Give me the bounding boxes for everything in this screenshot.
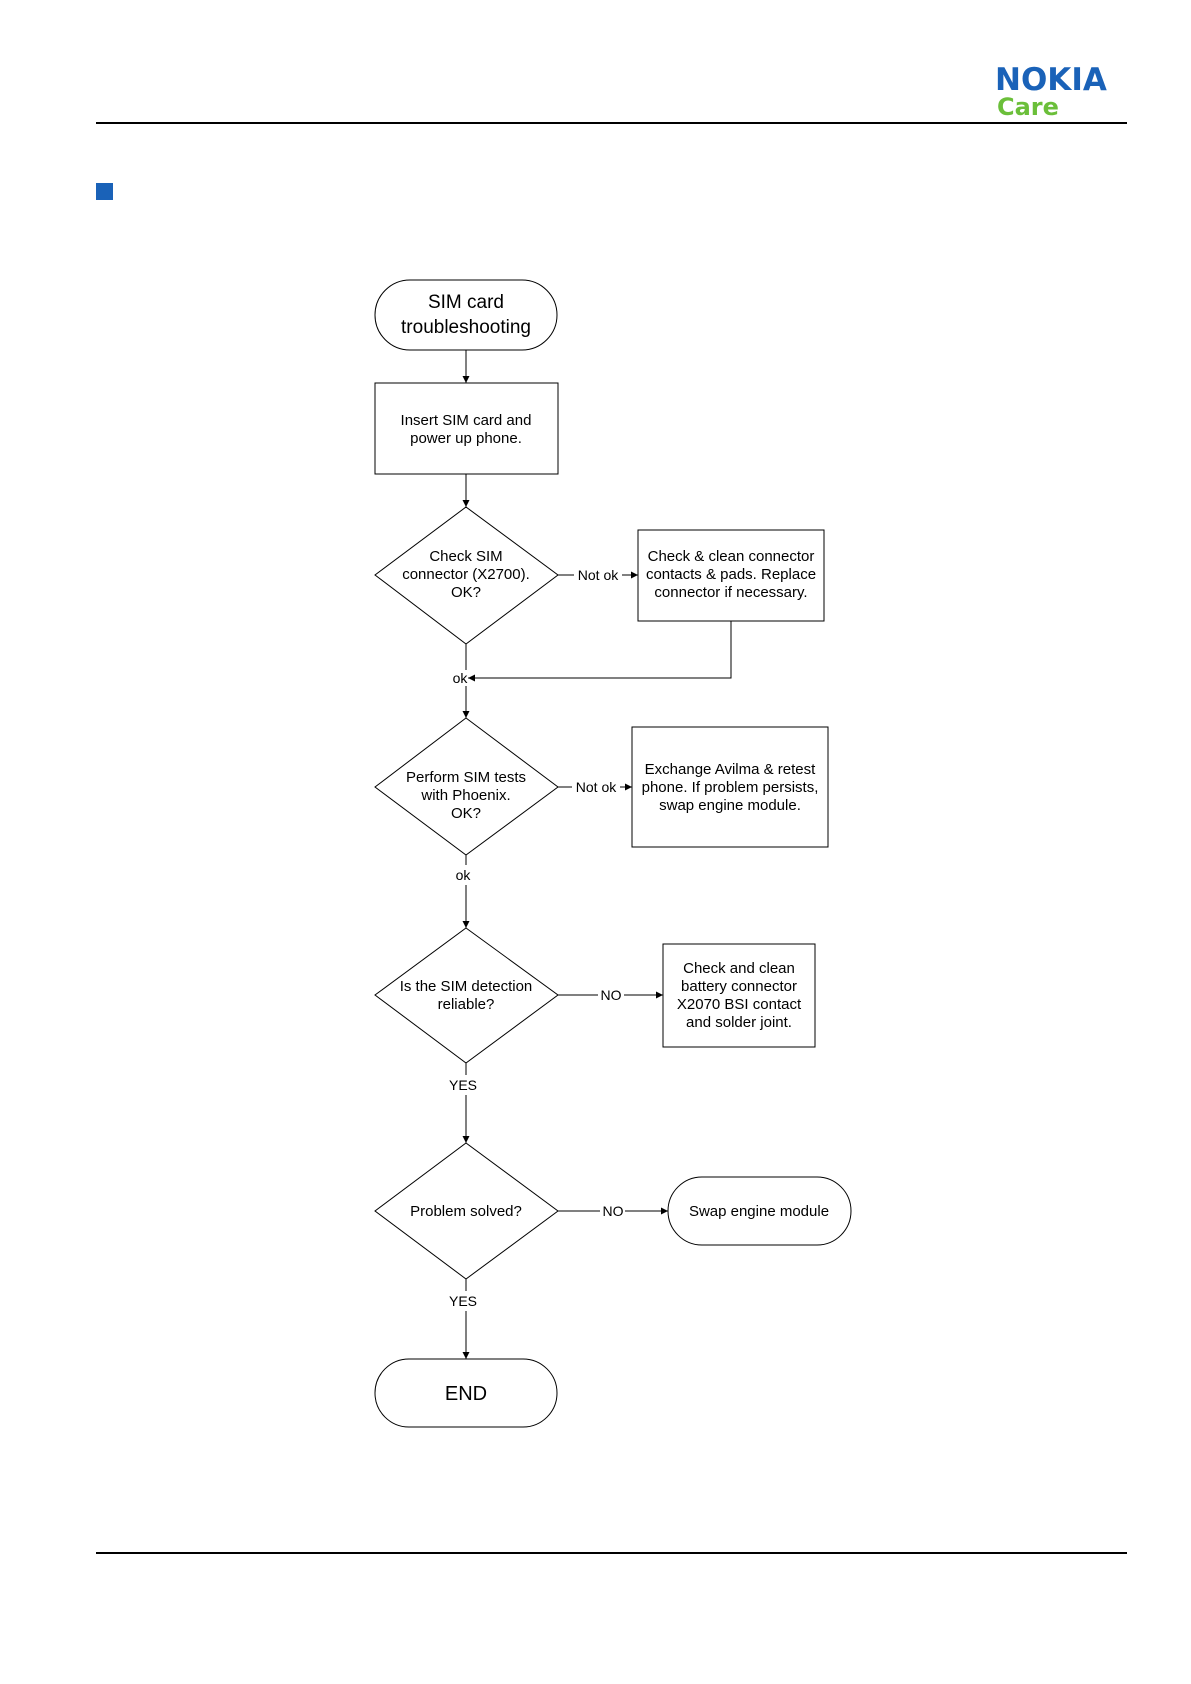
clean-connector-line-3: connector if necessary.: [654, 584, 807, 601]
start-text: SIM card troubleshooting: [401, 292, 531, 338]
sim-tests-line-2: with Phoenix.: [420, 787, 510, 804]
start-line-1: SIM card: [428, 292, 504, 313]
battery-line-3: X2070 BSI contact: [677, 996, 802, 1013]
sim-tests-line-3: OK?: [451, 805, 481, 822]
check-connector-text: Check SIM connector (X2700). OK?: [402, 548, 530, 601]
clean-connector-line-1: Check & clean connector: [648, 548, 815, 565]
edge-label-no-2: NO: [603, 1203, 624, 1219]
footer-divider: [96, 1552, 1127, 1554]
nokia-logo: NOKIA: [995, 62, 1107, 98]
start-terminator: [374, 279, 558, 351]
check-connector-decision: [374, 506, 559, 645]
exchange-line-1: Exchange Avilma & retest: [645, 761, 816, 778]
solved-text: Problem solved?: [410, 1203, 522, 1220]
sim-tests-decision: [374, 717, 559, 856]
insert-line-2: power up phone.: [410, 430, 522, 447]
connector-lines: [462, 350, 732, 1359]
edge-label-yes-1: YES: [449, 1077, 477, 1093]
check-connector-line-1: Check SIM: [429, 548, 502, 565]
clean-connector-box: [637, 529, 825, 622]
battery-text: Check and clean battery connector X2070 …: [677, 960, 802, 1031]
detection-decision: [374, 927, 559, 1064]
battery-line-2: battery connector: [681, 978, 797, 995]
edge-label-ok-merge: ok: [453, 670, 469, 686]
exchange-line-3: swap engine module.: [659, 797, 801, 814]
exchange-text: Exchange Avilma & retest phone. If probl…: [642, 761, 819, 814]
edge-label-no-1: NO: [601, 987, 622, 1003]
battery-line-1: Check and clean: [683, 960, 795, 977]
detection-text: Is the SIM detection reliable?: [400, 978, 533, 1013]
end-terminator: [374, 1358, 558, 1428]
exchange-line-2: phone. If problem persists,: [642, 779, 819, 796]
section-bullet-icon: [96, 183, 113, 200]
edge-label-yes-2: YES: [449, 1293, 477, 1309]
swap-text: Swap engine module: [689, 1203, 829, 1220]
solved-decision: [374, 1142, 559, 1280]
exchange-box: [631, 726, 829, 848]
care-logo: Care: [997, 93, 1059, 121]
swap-terminator: [667, 1176, 852, 1246]
edge-label-ok-2: ok: [456, 867, 472, 883]
edge-labels: Not ok ok Not ok ok NO YES NO YES: [449, 567, 624, 1309]
sim-tests-line-1: Perform SIM tests: [406, 769, 526, 786]
edge-label-not-ok-2: Not ok: [576, 779, 617, 795]
insert-line-1: Insert SIM card and: [401, 412, 532, 429]
edge-label-not-ok-1: Not ok: [578, 567, 619, 583]
check-connector-line-3: OK?: [451, 584, 481, 601]
clean-connector-line-2: contacts & pads. Replace: [646, 566, 816, 583]
sim-tests-text: Perform SIM tests with Phoenix. OK?: [406, 769, 526, 822]
battery-line-4: and solder joint.: [686, 1014, 792, 1031]
end-line-1: END: [445, 1383, 487, 1405]
swap-line-1: Swap engine module: [689, 1203, 829, 1220]
insert-text: Insert SIM card and power up phone.: [401, 412, 532, 447]
start-line-2: troubleshooting: [401, 317, 531, 338]
battery-box: [662, 943, 816, 1048]
node-texts: SIM card troubleshooting Insert SIM card…: [400, 292, 829, 1405]
detection-line-2: reliable?: [438, 996, 495, 1013]
nodes: [374, 279, 852, 1428]
insert-box: [374, 382, 559, 475]
header-divider: [96, 122, 1127, 124]
end-text: END: [445, 1383, 487, 1405]
clean-connector-text: Check & clean connector contacts & pads.…: [646, 548, 816, 601]
check-connector-line-2: connector (X2700).: [402, 566, 530, 583]
arrow-clean-merge: [468, 621, 732, 682]
solved-line-1: Problem solved?: [410, 1203, 522, 1220]
detection-line-1: Is the SIM detection: [400, 978, 533, 995]
